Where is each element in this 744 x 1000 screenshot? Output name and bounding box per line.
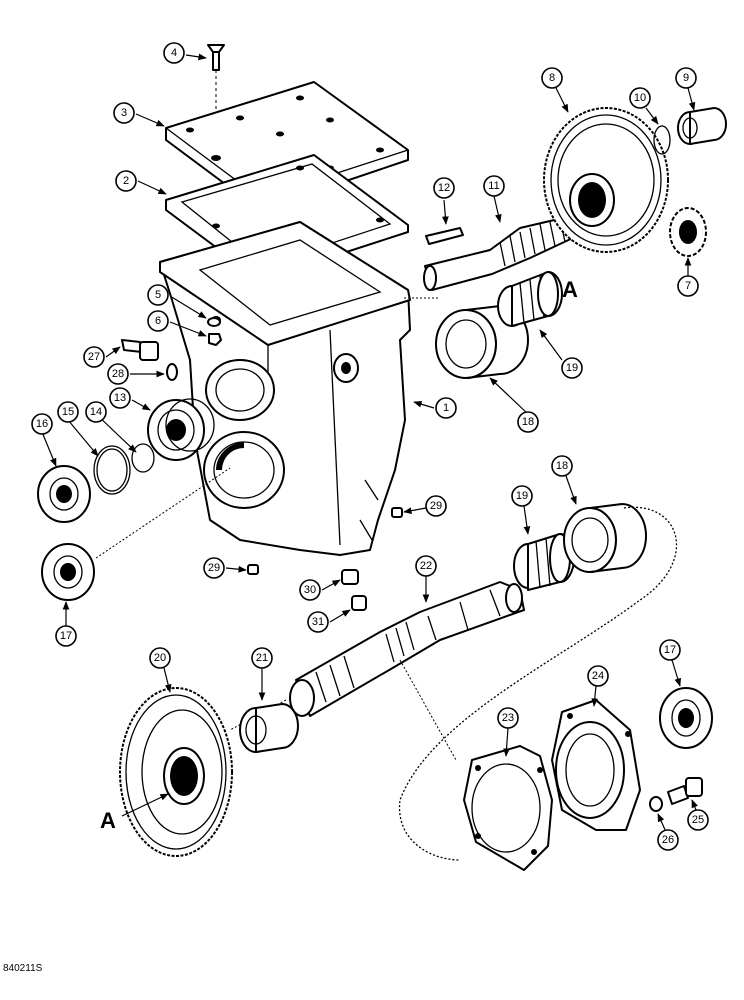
figure-code: 840211S	[3, 963, 43, 974]
svg-text:28: 28	[112, 368, 124, 380]
part-oil-seal-right	[659, 687, 713, 749]
svg-text:7: 7	[685, 280, 691, 292]
callout: 11	[483, 175, 505, 223]
section-marker-upper: A	[562, 277, 578, 302]
part-bushing	[677, 107, 727, 145]
callout: 24	[587, 665, 609, 707]
callout: 2	[115, 170, 167, 195]
part-retaining-ring	[653, 125, 671, 155]
svg-text:11: 11	[488, 180, 499, 192]
part-bearing-cone-upper	[497, 271, 563, 327]
svg-text:14: 14	[90, 406, 102, 418]
svg-text:29: 29	[208, 562, 220, 574]
callout: 12	[433, 177, 455, 225]
callout: 28	[107, 363, 165, 385]
callout: 29	[203, 557, 247, 579]
callout: 6	[147, 310, 207, 337]
svg-text:13: 13	[114, 392, 126, 404]
svg-text:21: 21	[256, 652, 268, 664]
svg-text:26: 26	[662, 834, 674, 846]
callout: 23	[497, 707, 519, 757]
callout: 4	[163, 42, 207, 64]
svg-text:9: 9	[683, 72, 689, 84]
svg-text:27: 27	[88, 351, 100, 363]
callout: 18	[551, 455, 577, 505]
callout: 13	[109, 387, 151, 411]
callout: 10	[629, 87, 659, 125]
callout: 22	[415, 555, 437, 603]
svg-text:30: 30	[304, 584, 316, 596]
part-bearing-cup-lower	[563, 503, 647, 573]
callout: 31	[307, 609, 351, 633]
svg-text:22: 22	[420, 560, 432, 572]
part-gasket-lower	[463, 745, 553, 871]
svg-text:29: 29	[430, 500, 442, 512]
svg-text:8: 8	[549, 72, 555, 84]
callout: 8	[541, 67, 569, 113]
callout: 3	[113, 102, 165, 127]
part-oil-seal-upper	[37, 465, 91, 523]
callout: 15	[57, 401, 99, 457]
callout: 1	[413, 397, 457, 419]
callout: 27	[83, 346, 121, 368]
callout: 18	[489, 377, 539, 433]
svg-text:24: 24	[592, 670, 604, 682]
callout: 9	[675, 67, 697, 111]
svg-text:17: 17	[664, 644, 676, 656]
part-oil-seal-lower	[41, 543, 95, 601]
svg-text:18: 18	[522, 416, 534, 428]
part-output-shaft	[289, 581, 525, 717]
part-plugs	[341, 569, 367, 611]
svg-text:20: 20	[154, 652, 166, 664]
callout: 5	[147, 284, 207, 319]
callout: 19	[511, 485, 533, 535]
callout: 16	[31, 413, 57, 467]
part-snap-ring-large	[93, 445, 131, 495]
callout: 19	[539, 329, 583, 379]
callout: 17	[659, 639, 681, 687]
svg-text:23: 23	[502, 712, 514, 724]
svg-text:1: 1	[443, 402, 449, 414]
svg-text:10: 10	[634, 92, 646, 104]
part-spacer	[239, 703, 299, 753]
svg-text:15: 15	[62, 406, 74, 418]
part-bolt-washer	[649, 777, 703, 812]
callout: 26	[657, 813, 679, 851]
part-gear-upper	[543, 107, 669, 253]
callout: 20	[149, 647, 172, 693]
part-bearing-cone-lower	[513, 533, 575, 591]
svg-text:6: 6	[155, 315, 161, 327]
part-nut-washer	[207, 317, 222, 346]
svg-text:3: 3	[121, 107, 127, 119]
svg-text:16: 16	[36, 418, 48, 430]
svg-text:25: 25	[692, 814, 704, 826]
svg-text:5: 5	[155, 289, 161, 301]
svg-text:31: 31	[312, 616, 324, 628]
svg-text:4: 4	[171, 47, 177, 59]
part-bearing-retainer	[551, 699, 641, 831]
callout: 29	[403, 495, 447, 517]
callout: 17	[55, 601, 77, 647]
svg-text:19: 19	[566, 362, 578, 374]
part-gearbox-housing	[159, 221, 411, 556]
part-snap-ring-small	[131, 443, 155, 473]
part-key	[425, 227, 464, 245]
callout: 30	[299, 579, 341, 601]
svg-text:18: 18	[556, 460, 568, 472]
svg-text:2: 2	[123, 175, 129, 187]
part-gear-lower	[119, 687, 233, 857]
svg-text:17: 17	[60, 630, 72, 642]
callout: 21	[251, 647, 273, 701]
part-ball-bearing	[147, 398, 215, 461]
section-marker-lower: A	[100, 808, 116, 833]
part-vent-fitting	[121, 339, 178, 381]
svg-text:19: 19	[516, 490, 528, 502]
callout: 7	[677, 257, 699, 297]
svg-text:12: 12	[438, 182, 450, 194]
callout: 25	[687, 799, 709, 831]
callout: 14	[85, 401, 137, 453]
part-set-screw	[247, 507, 403, 575]
part-small-gear	[669, 207, 707, 257]
